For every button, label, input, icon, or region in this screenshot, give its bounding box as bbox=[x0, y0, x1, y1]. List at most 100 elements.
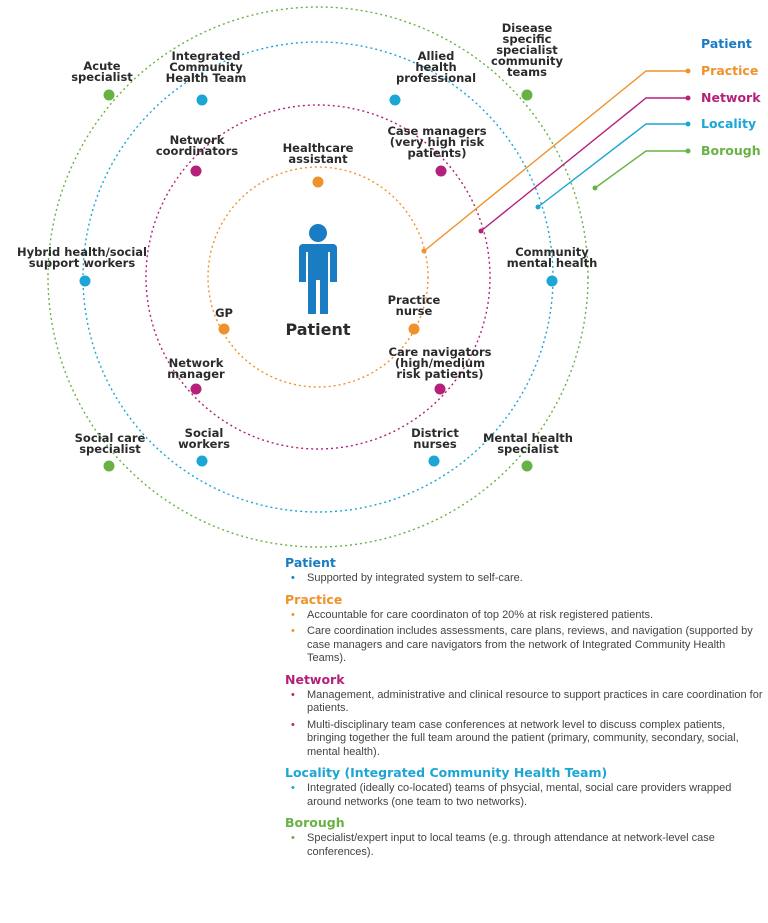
acute-specialist-label-line: Acute bbox=[83, 59, 120, 73]
practice-nurse-label-line: nurse bbox=[396, 304, 433, 318]
legend-network: Network bbox=[701, 90, 761, 105]
network-connector-line bbox=[480, 97, 688, 232]
network-coordinators-dot bbox=[190, 165, 202, 177]
disease-specific-teams-dot bbox=[521, 89, 533, 101]
allied-health-professional-label-line: health bbox=[415, 60, 456, 74]
disease-specific-teams-label-line: Disease bbox=[502, 21, 553, 35]
gp-label-line: GP bbox=[215, 306, 233, 320]
allied-health-professional-label-line: professional bbox=[396, 71, 476, 85]
integrated-community-health-team-label-line: Community bbox=[169, 60, 243, 74]
network-manager-dot bbox=[190, 383, 202, 395]
patient-center-label: Patient bbox=[285, 320, 350, 339]
bullet-icon: • bbox=[291, 625, 295, 637]
disease-specific-teams-label-line: teams bbox=[507, 65, 547, 79]
practice-connector-start bbox=[421, 248, 427, 254]
notes-bullet-text: Specialist/expert input to local teams (… bbox=[307, 832, 715, 858]
social-care-specialist-label-line: Social care bbox=[75, 431, 146, 445]
legend-practice: Practice bbox=[701, 63, 758, 78]
notes-heading-locality: Locality (Integrated Community Health Te… bbox=[285, 765, 608, 780]
healthcare-assistant-label-line: Healthcare bbox=[283, 141, 354, 155]
borough-connector-line bbox=[594, 150, 688, 189]
disease-specific-teams-label-line: specific bbox=[503, 32, 552, 46]
notes-bullet-text: Integrated (ideally co-located) teams of… bbox=[307, 782, 732, 808]
network-connector-start bbox=[478, 228, 484, 234]
person-icon bbox=[299, 224, 337, 314]
practice-connector-line bbox=[423, 70, 688, 252]
integrated-community-health-team-dot bbox=[196, 94, 208, 106]
care-navigators-label-line: Care navigators bbox=[389, 345, 492, 359]
healthcare-assistant-label-line: assistant bbox=[288, 152, 348, 166]
care-navigators-label-line: (high/medium bbox=[395, 356, 485, 370]
case-managers-label-line: Case managers bbox=[387, 124, 486, 138]
legend-locality: Locality bbox=[701, 116, 756, 131]
legend-patient: Patient bbox=[701, 36, 752, 51]
notes-bullet-text: Care coordination includes assessments, … bbox=[307, 625, 753, 664]
acute-specialist-label-line: specialist bbox=[71, 70, 133, 84]
borough-connector-end bbox=[685, 148, 691, 154]
notes-bullet-item: • Supported by integrated system to self-… bbox=[285, 572, 765, 586]
case-managers-dot bbox=[435, 165, 447, 177]
mental-health-specialist-label-line: specialist bbox=[497, 442, 559, 456]
gp-dot bbox=[218, 323, 230, 335]
social-workers-label-line: Social bbox=[185, 426, 224, 440]
notes-bullet-item: • Care coordination includes assessments,… bbox=[285, 625, 765, 666]
legend-borough: Borough bbox=[701, 143, 761, 158]
notes-panel: Patient • Supported by integrated system t… bbox=[285, 555, 765, 865]
mental-health-specialist-dot bbox=[521, 460, 533, 472]
district-nurses-label-line: District bbox=[411, 426, 459, 440]
notes-heading-patient: Patient bbox=[285, 555, 336, 570]
notes-bullet-item: • Management, administrative and clinical… bbox=[285, 689, 765, 716]
notes-bullet-item: •Multi-disciplinary team case conference… bbox=[285, 719, 765, 760]
community-mental-health-label-line: mental health bbox=[507, 256, 598, 270]
notes-section-network: Network• Management, administrative and c… bbox=[285, 672, 765, 760]
practice-connector-end bbox=[685, 68, 691, 74]
notes-bullet-text: Supported by integrated system to self-c… bbox=[307, 572, 523, 584]
notes-section-locality: Locality (Integrated Community Health Te… bbox=[285, 765, 765, 809]
network-ring bbox=[145, 104, 491, 450]
bullet-icon: • bbox=[291, 688, 295, 701]
practice-nurse-dot bbox=[408, 323, 420, 335]
social-workers-dot bbox=[196, 455, 208, 467]
integrated-community-health-team-label-line: Health Team bbox=[166, 71, 247, 85]
notes-bullet-item: •Accountable for care coordinaton of top… bbox=[285, 609, 765, 623]
notes-section-patient: Patient • Supported by integrated system t… bbox=[285, 555, 765, 586]
care-navigators-label-line: risk patients) bbox=[396, 367, 483, 381]
network-coordinators-label-line: coordinators bbox=[156, 144, 238, 158]
notes-bullet-text: Management, administrative and clinical … bbox=[307, 688, 763, 715]
notes-bullet-item: •Specialist/expert input to local teams … bbox=[285, 832, 765, 859]
borough-ring bbox=[47, 6, 589, 548]
notes-heading-network: Network bbox=[285, 671, 345, 687]
notes-bullet-text: Accountable for care coordinaton of top … bbox=[307, 608, 654, 621]
bullet-icon: • bbox=[291, 782, 295, 794]
bullet-icon: • bbox=[291, 572, 295, 584]
community-mental-health-dot bbox=[546, 275, 558, 287]
case-managers-label-line: patients) bbox=[407, 146, 466, 160]
network-manager-label-line: Network bbox=[169, 356, 224, 370]
integrated-community-health-team-label-line: Integrated bbox=[172, 49, 241, 63]
hybrid-workers-label-line: Hybrid health/social bbox=[17, 245, 147, 259]
notes-bullet-text: Multi-disciplinary team case conferences… bbox=[307, 718, 739, 758]
district-nurses-dot bbox=[428, 455, 440, 467]
locality-connector-start bbox=[535, 204, 541, 210]
notes-heading-borough: Borough bbox=[285, 815, 345, 830]
allied-health-professional-label-line: Allied bbox=[418, 49, 455, 63]
locality-connector-line bbox=[537, 123, 688, 208]
locality-connector-end bbox=[685, 121, 691, 127]
social-care-specialist-label-line: specialist bbox=[79, 442, 141, 456]
gp-label: GP bbox=[215, 306, 233, 320]
